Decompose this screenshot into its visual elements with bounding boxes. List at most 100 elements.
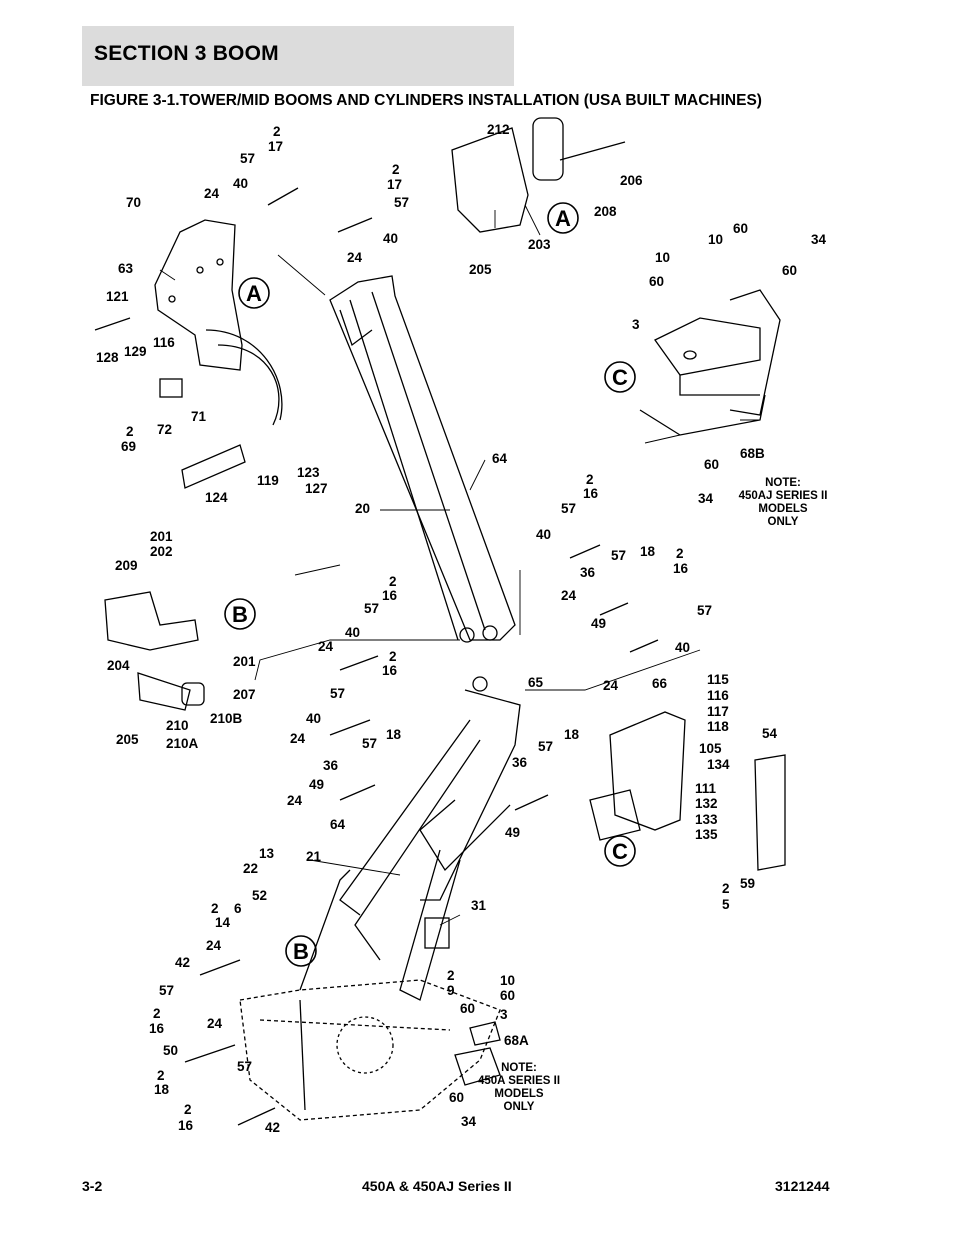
callout-57: 57 (697, 603, 712, 618)
callout-40: 40 (536, 527, 551, 542)
callout-64: 64 (492, 451, 508, 466)
view-circle-a (547, 202, 579, 234)
callout-24: 24 (207, 1016, 223, 1031)
callout-205: 205 (116, 732, 139, 747)
callout-202: 202 (150, 544, 173, 559)
callout-69: 69 (121, 439, 136, 454)
callout-17: 17 (268, 139, 283, 154)
callout-10: 10 (500, 973, 515, 988)
callout-6: 6 (234, 901, 242, 916)
callout-111: 111 (695, 781, 717, 796)
callout-68A: 68A (504, 1033, 529, 1048)
note-line: NOTE: (501, 1062, 537, 1074)
callout-24: 24 (287, 793, 303, 808)
callout-210A: 210A (166, 736, 199, 751)
callout-201: 201 (233, 654, 256, 669)
callout-57: 57 (330, 686, 345, 701)
callout-132: 132 (695, 796, 718, 811)
callout-49: 49 (505, 825, 520, 840)
callout-2: 2 (389, 574, 397, 589)
note-line: ONLY (504, 1101, 535, 1113)
callout-49: 49 (591, 616, 606, 631)
callout-40: 40 (345, 625, 360, 640)
leader-lines (159, 204, 760, 926)
callout-128: 128 (96, 350, 119, 365)
callout-203: 203 (528, 237, 551, 252)
callout-2: 2 (586, 472, 594, 487)
callout-24: 24 (318, 639, 334, 654)
callout-2: 2 (389, 649, 397, 664)
callout-36: 36 (323, 758, 339, 773)
callout-10: 10 (655, 250, 670, 265)
callout-57: 57 (159, 983, 174, 998)
callout-105: 105 (699, 741, 722, 756)
callout-40: 40 (306, 711, 321, 726)
callout-134: 134 (707, 757, 730, 772)
callout-9: 9 (447, 983, 455, 998)
callout-206: 206 (620, 173, 643, 188)
callout-57: 57 (561, 501, 576, 516)
callout-129: 129 (124, 344, 147, 359)
callout-210: 210 (166, 718, 189, 733)
callout-36: 36 (512, 755, 528, 770)
view-circle-c (604, 361, 636, 393)
note-line: NOTE: (765, 477, 801, 489)
callout-18: 18 (386, 727, 402, 742)
view-label-b: B (232, 602, 248, 627)
callout-42: 42 (265, 1120, 280, 1135)
callout-24: 24 (290, 731, 306, 746)
callout-2: 2 (153, 1006, 161, 1021)
callout-2: 2 (273, 124, 281, 139)
callout-24: 24 (206, 938, 222, 953)
callout-24: 24 (561, 588, 577, 603)
callout-17: 17 (387, 177, 402, 192)
callout-2: 2 (184, 1102, 192, 1117)
callout-116: 116 (153, 335, 175, 350)
callout-65: 65 (528, 675, 544, 690)
callout-50: 50 (163, 1043, 178, 1058)
callout-34: 34 (811, 232, 827, 247)
callout-64: 64 (330, 817, 346, 832)
callout-60: 60 (460, 1001, 475, 1016)
pins (184, 187, 659, 1126)
callout-57: 57 (394, 195, 409, 210)
callout-57: 57 (611, 548, 626, 563)
note-line: MODELS (494, 1088, 544, 1100)
callout-66: 66 (652, 676, 668, 691)
callout-60: 60 (500, 988, 515, 1003)
callout-40: 40 (675, 640, 690, 655)
callout-31: 31 (471, 898, 487, 913)
callout-24: 24 (347, 250, 363, 265)
callout-2: 2 (157, 1068, 165, 1083)
callout-57: 57 (237, 1059, 252, 1074)
callout-2: 2 (676, 546, 684, 561)
callout-54: 54 (762, 726, 778, 741)
callout-2: 2 (722, 881, 730, 896)
callout-40: 40 (383, 231, 398, 246)
view-label-c: C (612, 365, 628, 390)
footer-doc-number: 3121244 (775, 1178, 830, 1194)
callout-16: 16 (149, 1021, 165, 1036)
callout-63: 63 (118, 261, 134, 276)
view-circle-c (604, 835, 636, 867)
callout-70: 70 (126, 195, 141, 210)
callout-115: 115 (707, 672, 729, 687)
callout-24: 24 (204, 186, 220, 201)
footer-model: 450A & 450AJ Series II (362, 1178, 512, 1194)
callout-60: 60 (704, 457, 719, 472)
callout-60: 60 (649, 274, 664, 289)
callout-2: 2 (126, 424, 134, 439)
callout-18: 18 (564, 727, 580, 742)
note-line: MODELS (758, 503, 808, 515)
callout-60: 60 (449, 1090, 464, 1105)
figure-title: FIGURE 3-1.TOWER/MID BOOMS AND CYLINDERS… (90, 92, 762, 109)
callout-34: 34 (698, 491, 714, 506)
note-line: ONLY (768, 516, 799, 528)
callout-2: 2 (447, 968, 455, 983)
view-circle-b (224, 598, 256, 630)
callout-57: 57 (362, 736, 377, 751)
view-label-c: C (612, 839, 628, 864)
callout-57: 57 (364, 601, 379, 616)
